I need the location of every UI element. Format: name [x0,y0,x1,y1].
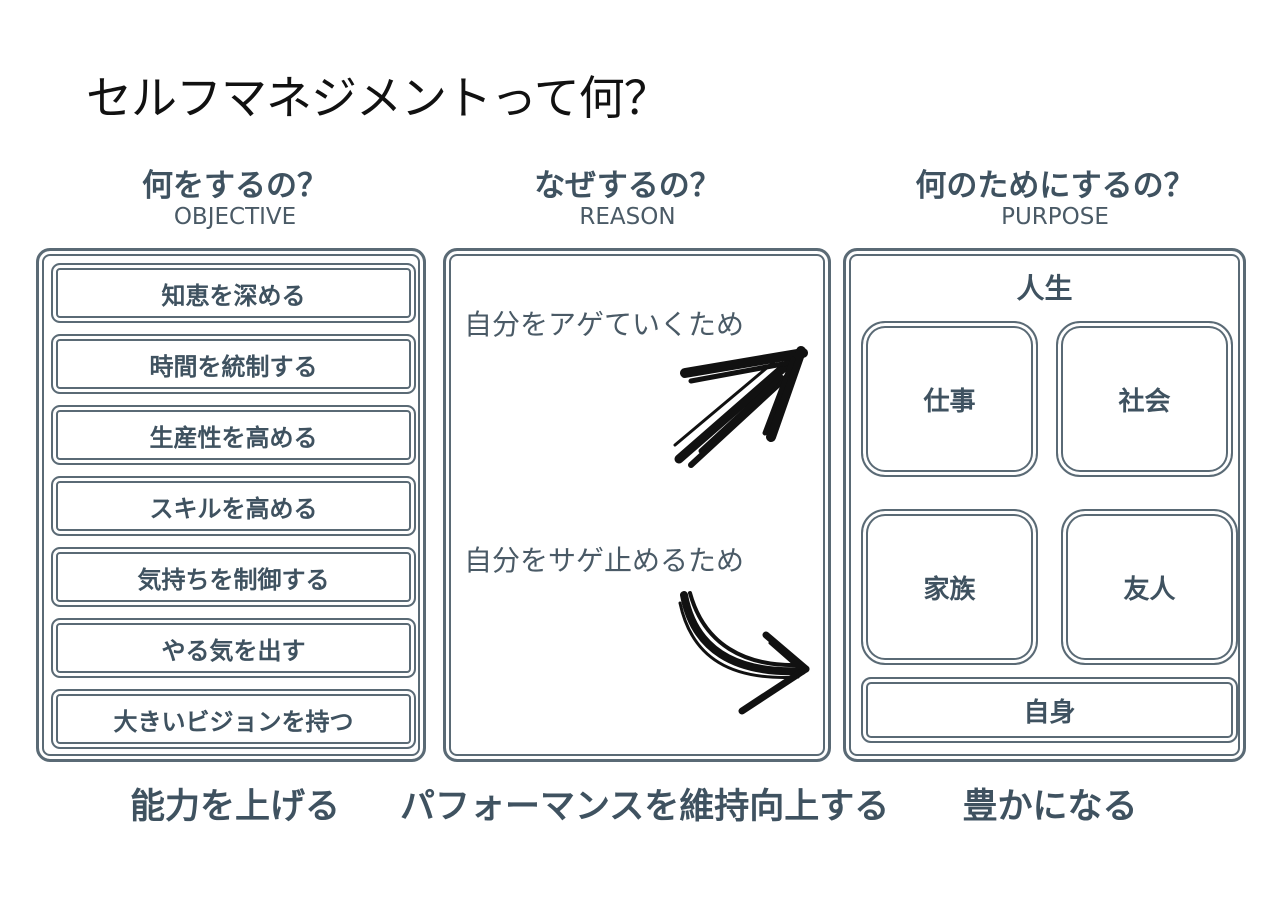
purpose-label: PURPOSE [1001,204,1109,230]
family-card: 家族 [861,509,1038,665]
self-card: 自身 [861,677,1238,743]
reason-heading: なぜするの？ [534,168,721,204]
reason-label: REASON [579,204,676,230]
objective-item-4: スキルを高める [51,476,416,536]
objective-item-7: 大きいビジョンを持つ [51,689,416,749]
objective-label: OBJECTIVE [173,204,297,230]
objective-heading: 何をするの？ [142,168,328,204]
life-label: 人生 [1016,272,1073,305]
objective-item-6: やる気を出す [51,618,416,678]
curved-arrow-right-icon [678,591,810,715]
objective-item-5: 気持ちを制御する [51,547,416,607]
friends-card: 友人 [1061,509,1238,665]
purpose-result: 豊かになる [962,787,1138,827]
society-card: 社会 [1056,321,1233,477]
objective-panel: 知恵を深める 時間を統制する 生産性を高める スキルを高める 気持ちを制御する … [36,248,426,762]
reason-up-text: 自分をアゲていくため [464,308,745,341]
reason-result: パフォーマンスを維持向上する [400,787,890,827]
objective-item-3: 生産性を高める [51,405,416,465]
purpose-panel: 人生 仕事 社会 家族 友人 自身 [843,248,1246,762]
objective-result: 能力を上げる [129,787,340,827]
work-card: 仕事 [861,321,1038,477]
purpose-heading: 何のためにするの？ [915,168,1195,204]
objective-item-2: 時間を統制する [51,334,416,394]
reason-panel: 自分をアゲていくため 自分をサゲ止めるため [443,248,831,762]
page-title: セルフマネジメントって何？ [86,71,670,125]
reason-down-text: 自分をサゲ止めるため [464,544,745,577]
objective-item-1: 知恵を深める [51,263,416,323]
arrow-up-right-icon [673,346,808,468]
